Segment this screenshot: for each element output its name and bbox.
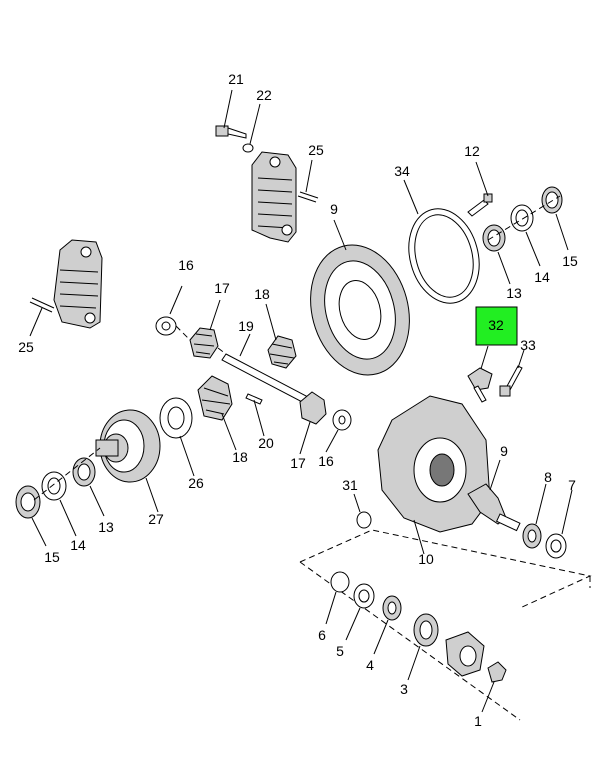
callout-27[interactable]: 27	[148, 511, 164, 527]
pin-20[interactable]	[245, 393, 263, 405]
callout-5[interactable]: 5	[336, 643, 344, 659]
callout-16[interactable]: 16	[178, 257, 194, 273]
callout-7[interactable]: 7	[568, 477, 576, 493]
washer-icon[interactable]	[155, 316, 177, 336]
pinion-gear[interactable]	[467, 483, 521, 532]
bearing-icon[interactable]	[482, 224, 506, 252]
callout-32[interactable]: 32	[488, 317, 504, 333]
callout-19[interactable]: 19	[238, 318, 254, 334]
housing-icon[interactable]	[377, 395, 491, 533]
pinion-group-outline	[299, 529, 592, 721]
bolt-icon[interactable]	[215, 125, 247, 139]
callout-9[interactable]: 9	[500, 443, 508, 459]
bearing-icon[interactable]	[545, 533, 567, 559]
callout-15[interactable]: 15	[44, 549, 60, 565]
callout-17[interactable]: 17	[214, 280, 230, 296]
callout-25[interactable]: 25	[308, 142, 324, 158]
callout-1[interactable]: 1	[474, 713, 482, 729]
callout-12[interactable]: 12	[464, 143, 480, 159]
callout-10[interactable]: 10	[418, 551, 434, 567]
seal-3[interactable]	[413, 613, 439, 647]
bearing-icon[interactable]	[353, 583, 375, 609]
callout-14[interactable]: 14	[70, 537, 86, 553]
washer-icon[interactable]	[332, 409, 352, 431]
bolt-icon[interactable]	[467, 193, 493, 217]
callout-25[interactable]: 25	[18, 339, 34, 355]
callout-17[interactable]: 17	[290, 455, 306, 471]
gear-icon[interactable]	[197, 375, 233, 421]
callout-31[interactable]: 31	[342, 477, 358, 493]
cotter-pin-upper[interactable]	[297, 191, 319, 203]
callout-16[interactable]: 16	[318, 453, 334, 469]
carrier-ring-34[interactable]	[399, 201, 490, 311]
highlight-box-32[interactable]	[475, 306, 518, 346]
bearing-icon[interactable]	[522, 523, 542, 549]
bearing-icon[interactable]	[41, 471, 67, 501]
adjusting-nut[interactable]	[15, 485, 41, 519]
callout-3[interactable]: 3	[400, 681, 408, 697]
bearing-icon[interactable]	[382, 595, 402, 621]
callout-13[interactable]: 13	[506, 285, 522, 301]
pinion-shaft[interactable]	[221, 353, 311, 405]
callout-20[interactable]: 20	[258, 435, 274, 451]
callout-22[interactable]: 22	[256, 87, 272, 103]
bearing-icon[interactable]	[541, 186, 563, 214]
nut-icon[interactable]	[487, 661, 507, 683]
callout-4[interactable]: 4	[366, 657, 374, 673]
callout-15[interactable]: 15	[562, 253, 578, 269]
bearing-cap-upper[interactable]	[251, 151, 297, 243]
callout-21[interactable]: 21	[228, 71, 244, 87]
ring-gear[interactable]	[297, 234, 424, 386]
callout-8[interactable]: 8	[544, 469, 552, 485]
callout-18[interactable]: 18	[254, 286, 270, 302]
callout-6[interactable]: 6	[318, 627, 326, 643]
callout-13[interactable]: 13	[98, 519, 114, 535]
bearing-icon[interactable]	[72, 457, 96, 487]
diff-case-half[interactable]	[95, 409, 161, 483]
bolt-icon[interactable]	[499, 365, 523, 397]
callout-18[interactable]: 18	[232, 449, 248, 465]
bearing-cap-left[interactable]	[53, 239, 103, 329]
gear-icon[interactable]	[299, 391, 327, 425]
callout-9[interactable]: 9	[330, 201, 338, 217]
gear-icon[interactable]	[267, 335, 297, 369]
bearing-icon[interactable]	[330, 571, 350, 593]
adjuster-lock-32[interactable]	[467, 367, 493, 403]
callout-14[interactable]: 14	[534, 269, 550, 285]
cotter-pin-left[interactable]	[29, 297, 55, 313]
gear-icon[interactable]	[189, 327, 219, 359]
washer-icon[interactable]	[159, 397, 193, 439]
callout-34[interactable]: 34	[394, 163, 410, 179]
callout-26[interactable]: 26	[188, 475, 204, 491]
washer-icon[interactable]	[356, 511, 372, 529]
callout-33[interactable]: 33	[520, 337, 536, 353]
companion-flange[interactable]	[445, 631, 485, 677]
bearing-icon[interactable]	[510, 204, 534, 232]
washer-icon[interactable]	[242, 143, 254, 153]
